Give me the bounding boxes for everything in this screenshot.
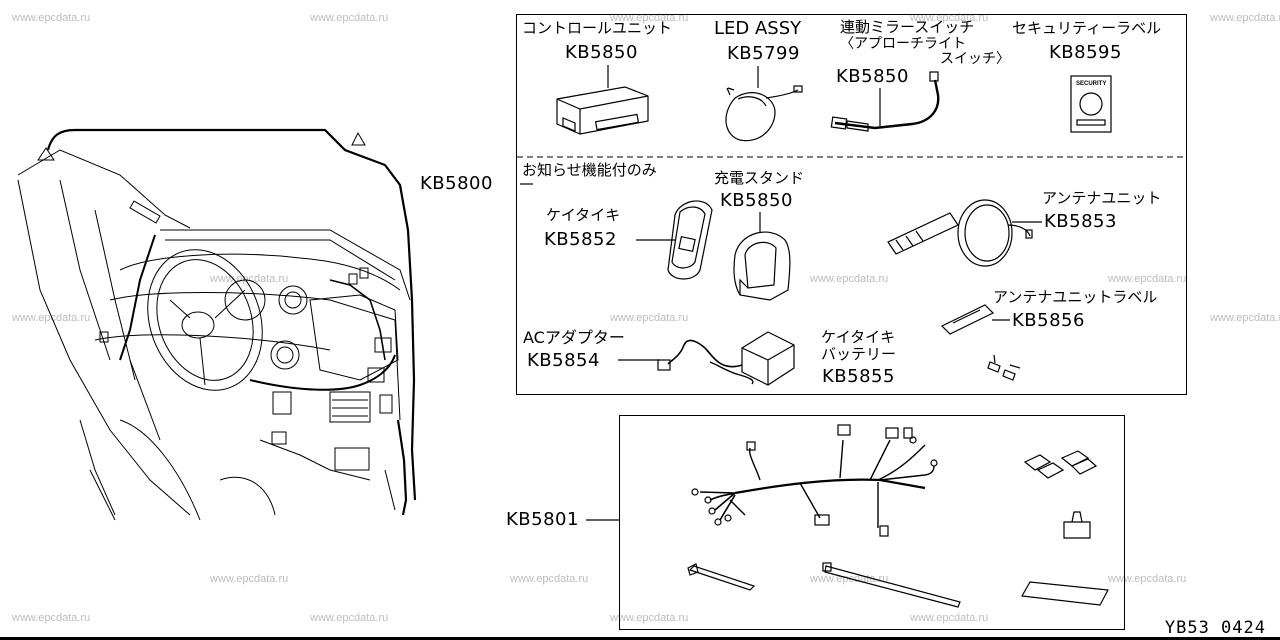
ac-adapter-code: KB5854 xyxy=(527,350,600,371)
figure-number: YB53 0424 xyxy=(1164,618,1266,638)
keitaiki-code: KB5852 xyxy=(544,229,617,250)
keitaiki-drawing xyxy=(636,200,713,280)
watermark: www.epcdata.ru xyxy=(210,273,289,285)
led-assy-code: KB5799 xyxy=(727,43,800,64)
watermark: www.epcdata.ru xyxy=(12,312,91,324)
notice-only-label: お知らせ機能付のみ xyxy=(522,161,657,179)
ac-adapter-drawing xyxy=(618,331,795,386)
watermark: www.epcdata.ru xyxy=(910,12,989,24)
led-assy-label: LED ASSY xyxy=(714,18,802,39)
screws-drawing xyxy=(987,354,1021,381)
watermark: www.epcdata.ru xyxy=(610,12,689,24)
watermark: www.epcdata.ru xyxy=(1210,12,1280,24)
watermark: www.epcdata.ru xyxy=(910,612,989,624)
kit-main-panel xyxy=(516,14,1187,395)
mirror-switch-label-2: 〈アプローチライト xyxy=(840,36,966,52)
charging-stand-label: 充電スタンド xyxy=(714,169,805,187)
security-label-code: KB8595 xyxy=(1049,42,1122,63)
watermark: www.epcdata.ru xyxy=(310,612,389,624)
control-unit-code: KB5850 xyxy=(565,42,638,63)
foam-pad-drawing xyxy=(1021,581,1109,606)
harness-drawing xyxy=(691,424,938,537)
battery-label: ケイタイキ xyxy=(821,328,896,346)
security-label-label: セキュリティーラベル xyxy=(1012,19,1162,37)
harness-kit-code: KB5801 xyxy=(506,509,579,530)
mirror-switch-label-3: スイッチ〉 xyxy=(940,51,1010,67)
watermark: www.epcdata.ru xyxy=(210,573,289,585)
watermark: www.epcdata.ru xyxy=(310,12,389,24)
led-assy-drawing xyxy=(725,66,803,142)
antenna-label-label: アンテナユニットラベル xyxy=(993,288,1158,306)
clips-drawing xyxy=(1023,450,1098,539)
charging-stand-drawing xyxy=(733,212,791,301)
keitaiki-label: ケイタイキ xyxy=(546,206,621,224)
ac-adapter-label: ACアダプター xyxy=(523,328,625,347)
watermark: www.epcdata.ru xyxy=(610,312,689,324)
vehicle-interior-drawing xyxy=(17,128,417,521)
watermark: www.epcdata.ru xyxy=(510,573,589,585)
bottom-border xyxy=(0,637,1280,640)
antenna-label-drawing xyxy=(940,304,1010,335)
antenna-label-code: KB5856 xyxy=(1012,310,1085,331)
mirror-switch-label: 連動ミラースイッチ xyxy=(840,18,975,36)
control-unit-drawing xyxy=(556,65,649,135)
charging-stand-code: KB5850 xyxy=(720,190,793,211)
battery-code: KB5855 xyxy=(822,366,895,387)
harness-kit-panel xyxy=(619,415,1125,630)
antenna-unit-label: アンテナユニット xyxy=(1042,189,1162,207)
security-sticker-text: SECURITY xyxy=(1076,81,1107,87)
cable-ties-drawing xyxy=(687,562,961,608)
watermark: www.epcdata.ru xyxy=(810,573,889,585)
mirror-switch-drawing xyxy=(830,71,940,132)
kit-main-code: KB5800 xyxy=(420,173,493,194)
control-unit-label: コントロールユニット xyxy=(522,19,673,37)
mirror-switch-code: KB5850 xyxy=(836,66,909,87)
watermark: www.epcdata.ru xyxy=(1108,573,1187,585)
watermark: www.epcdata.ru xyxy=(610,612,689,624)
antenna-unit-drawing xyxy=(887,199,1042,267)
watermark: www.epcdata.ru xyxy=(1210,312,1280,324)
antenna-unit-code: KB5853 xyxy=(1044,211,1117,232)
watermark: www.epcdata.ru xyxy=(12,612,91,624)
security-label-drawing xyxy=(1070,75,1112,133)
watermark: www.epcdata.ru xyxy=(810,273,889,285)
battery-label-2: バッテリー xyxy=(821,345,897,363)
watermark: www.epcdata.ru xyxy=(1108,273,1187,285)
watermark: www.epcdata.ru xyxy=(12,12,91,24)
